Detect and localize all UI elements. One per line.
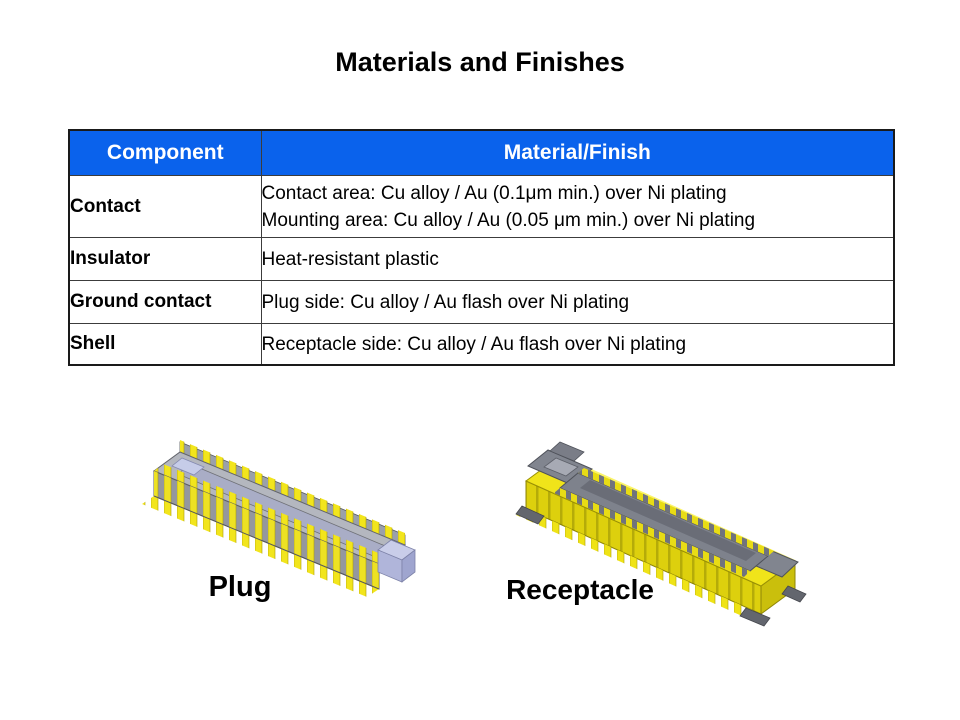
receptacle-foot-left — [515, 505, 545, 525]
receptacle-side-grooves — [526, 481, 761, 614]
receptacle-left-fitting-pocket — [543, 457, 579, 477]
table-row: Ground contact Plug side: Cu alloy / Au … — [68, 280, 895, 324]
material-cell-shell: Receptacle side: Cu alloy / Au flash ove… — [260, 323, 895, 366]
column-header-component: Component — [68, 129, 262, 176]
plug-bottom-edge — [153, 495, 380, 590]
plug-end-pocket — [171, 457, 205, 476]
receptacle-foot-bottom — [739, 607, 771, 627]
component-cell-ground-contact: Ground contact — [68, 280, 262, 324]
plug-body — [142, 440, 416, 597]
plug-label: Plug — [208, 571, 272, 603]
table-row: Insulator Heat-resistant plastic — [68, 237, 895, 281]
plug-near-side-contacts — [154, 471, 379, 589]
material-line: Plug side: Cu alloy / Au flash over Ni p… — [261, 291, 630, 313]
plug-illustration — [142, 440, 416, 597]
component-cell-shell: Shell — [68, 323, 262, 366]
plug-end-cap-side — [401, 549, 416, 583]
receptacle-contacts-near — [554, 488, 750, 577]
table-row: Contact Contact area: Cu alloy / Au (0.1… — [68, 175, 895, 238]
materials-table: Component Material/Finish Contact Contac… — [68, 129, 895, 366]
material-cell-insulator: Heat-resistant plastic — [260, 237, 895, 281]
plug-solder-feet — [142, 496, 379, 597]
receptacle-body — [515, 441, 807, 627]
component-cell-insulator: Insulator — [68, 237, 262, 281]
receptacle-foot-right — [781, 585, 807, 603]
material-line: Heat-resistant plastic — [261, 248, 439, 270]
material-line: Receptacle side: Cu alloy / Au flash ove… — [261, 333, 687, 355]
material-cell-contact: Contact area: Cu alloy / Au (0.1μm min.)… — [260, 175, 895, 238]
receptacle-island-channel — [580, 480, 756, 561]
material-line: Contact area: Cu alloy / Au (0.1μm min.)… — [261, 182, 727, 204]
receptacle-contacts-far — [578, 468, 774, 556]
component-cell-contact: Contact — [68, 175, 262, 238]
page-title: Materials and Finishes — [335, 47, 625, 77]
material-line: Mounting area: Cu alloy / Au (0.05 μm mi… — [261, 209, 756, 231]
plug-near-contact-tops — [154, 464, 388, 564]
column-header-material-finish: Material/Finish — [260, 129, 895, 176]
table-header-row: Component Material/Finish — [68, 129, 895, 176]
table-row: Shell Receptacle side: Cu alloy / Au fla… — [68, 323, 895, 366]
receptacle-illustration — [515, 441, 807, 627]
receptacle-top-block — [549, 441, 585, 462]
receptacle-solder-leads — [516, 509, 761, 620]
receptacle-label: Receptacle — [506, 574, 654, 605]
material-cell-ground-contact: Plug side: Cu alloy / Au flash over Ni p… — [260, 280, 895, 324]
